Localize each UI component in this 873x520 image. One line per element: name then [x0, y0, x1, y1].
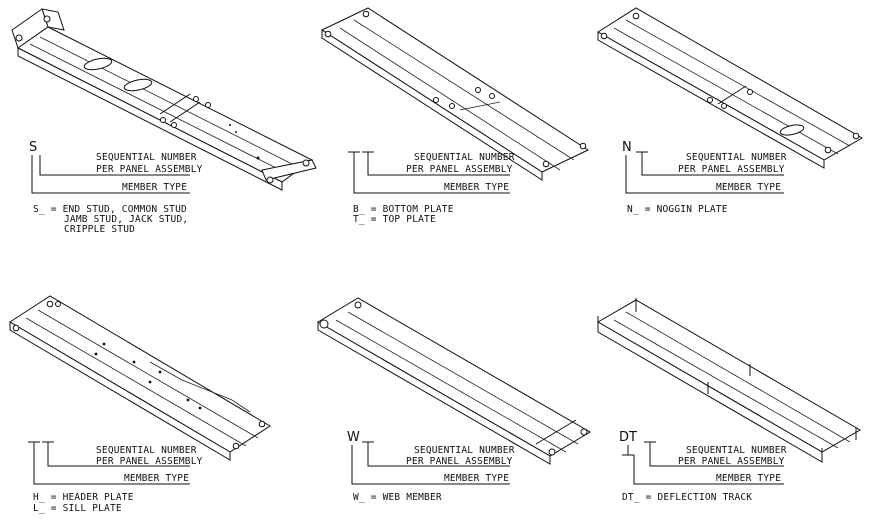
member-code-stud: S [29, 140, 37, 155]
member-code-deflection-track: DT [619, 430, 637, 445]
per-panel-assembly-label: PER PANEL ASSEMBLY [678, 164, 785, 175]
legend-line: JAMB STUD, JACK STUD, [64, 214, 188, 225]
label-block-plate: SEQUENTIAL NUMBER PER PANEL ASSEMBLY MEM… [348, 151, 515, 225]
sequential-number-label: SEQUENTIAL NUMBER [96, 152, 197, 163]
label-block-stud: S SEQUENTIAL NUMBER PER PANEL ASSEMBLY M… [29, 140, 203, 235]
legend-line: B_ = BOTTOM PLATE [353, 204, 454, 215]
plate-drawing [320, 7, 590, 181]
sequential-number-label: SEQUENTIAL NUMBER [686, 152, 787, 163]
legend-line: CRIPPLE STUD [64, 224, 135, 235]
label-block-web: W SEQUENTIAL NUMBER PER PANEL ASSEMBLY M… [347, 430, 515, 503]
header-drawing [9, 295, 271, 461]
member-type-label: MEMBER TYPE [444, 473, 509, 484]
legend-line: N_ = NOGGIN PLATE [627, 204, 728, 215]
per-panel-assembly-label: PER PANEL ASSEMBLY [406, 456, 513, 467]
member-code-web: W [347, 430, 360, 445]
member-type-label: MEMBER TYPE [716, 473, 781, 484]
member-type-label: MEMBER TYPE [716, 182, 781, 193]
web-drawing [317, 297, 591, 465]
per-panel-assembly-label: PER PANEL ASSEMBLY [678, 456, 785, 467]
sequential-number-label: SEQUENTIAL NUMBER [414, 152, 515, 163]
per-panel-assembly-label: PER PANEL ASSEMBLY [96, 164, 203, 175]
sequential-number-label: SEQUENTIAL NUMBER [414, 445, 515, 456]
member-code-noggin: N [622, 140, 632, 155]
label-block-header: SEQUENTIAL NUMBER PER PANEL ASSEMBLY MEM… [28, 441, 203, 514]
per-panel-assembly-label: PER PANEL ASSEMBLY [406, 164, 513, 175]
legend-line: DT_ = DEFLECTION TRACK [622, 492, 752, 503]
label-block-deflection-track: DT SEQUENTIAL NUMBER PER PANEL ASSEMBLY … [619, 430, 787, 503]
sequential-number-label: SEQUENTIAL NUMBER [96, 445, 197, 456]
per-panel-assembly-label: PER PANEL ASSEMBLY [96, 456, 203, 467]
member-type-label: MEMBER TYPE [124, 473, 189, 484]
noggin-drawing [597, 7, 864, 169]
legend-line: S_ = END STUD, COMMON STUD [33, 204, 187, 215]
sequential-number-label: SEQUENTIAL NUMBER [686, 445, 787, 456]
legend-line: W_ = WEB MEMBER [353, 492, 442, 503]
stud-drawing [11, 8, 317, 191]
legend-line: H_ = HEADER PLATE [33, 492, 134, 503]
label-block-noggin: N SEQUENTIAL NUMBER PER PANEL ASSEMBLY M… [622, 140, 787, 215]
member-type-label: MEMBER TYPE [122, 182, 187, 193]
legend-line: T_ = TOP PLATE [353, 214, 436, 225]
deflection-track-drawing [597, 298, 861, 463]
legend-line: L_ = SILL PLATE [33, 503, 122, 514]
member-type-label: MEMBER TYPE [444, 182, 509, 193]
